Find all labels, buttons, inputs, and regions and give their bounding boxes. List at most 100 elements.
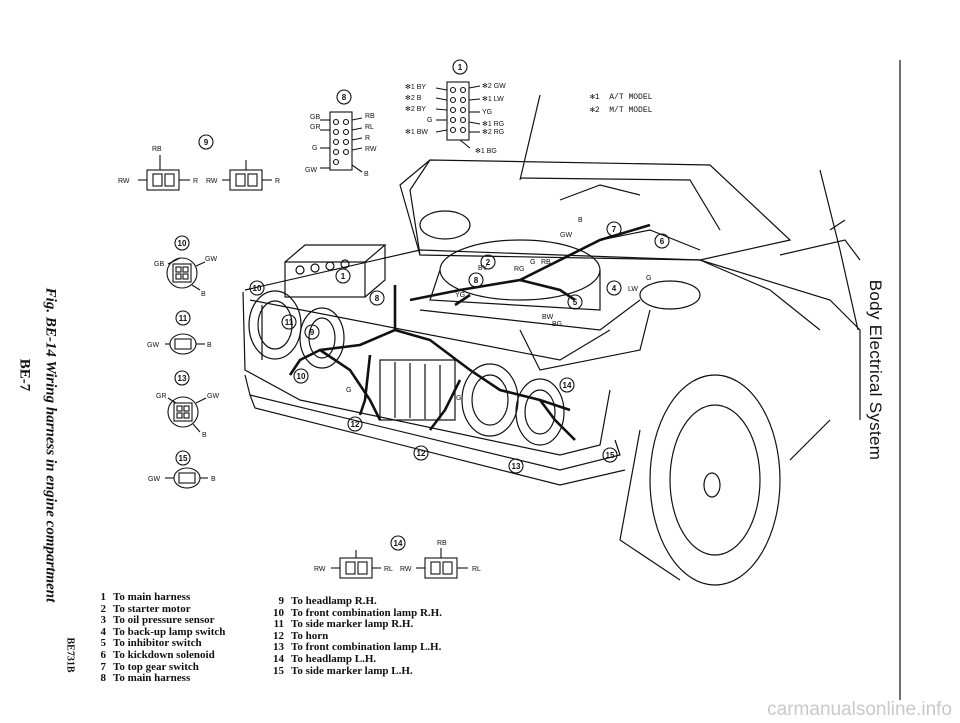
c8-wire-label: GB: [310, 114, 320, 121]
c13-wire-label: GR: [156, 393, 167, 400]
c1-wire-label: ✻2 BY: [405, 105, 426, 113]
c9-wire-label: RW: [118, 178, 130, 185]
model-text: M/T MODEL: [609, 106, 653, 115]
c1-wire-label: ✻1 BY: [405, 83, 426, 91]
callout-number: 11: [179, 314, 188, 323]
callout-numbers: 1 8 9 10 11 13 15 14 1 2 8 8 5 4 6 7 10 …: [178, 63, 665, 548]
engine-wire-label: G: [530, 259, 535, 266]
c1-wire-label: ✻1 BG: [475, 147, 497, 155]
section-title: Body Electrical System: [866, 279, 885, 461]
engine-wire-label: G: [646, 275, 651, 282]
page-number: BE-7: [16, 358, 33, 392]
callout-number: 10: [297, 372, 306, 381]
model-mark: ✻1: [590, 93, 600, 102]
engine-wire-label: LW: [628, 286, 638, 293]
callout-number: 9: [204, 138, 209, 147]
callout-number: 13: [178, 374, 187, 383]
c8-wire-label: GW: [305, 167, 317, 174]
figure-caption: Fig. BE-14 Wiring harness in engine comp…: [42, 287, 59, 603]
c8-wire-label: RW: [365, 146, 377, 153]
c13-wire-label: GW: [207, 393, 219, 400]
callout-number: 8: [375, 294, 380, 303]
watermark: carmanualsonline.info: [767, 699, 952, 720]
engine-wire-label: YG: [455, 292, 465, 299]
callout-number: 9: [310, 328, 315, 337]
c14-wire-label: RW: [400, 566, 412, 573]
callout-number: 5: [573, 298, 578, 307]
engine-wire-label: BW: [542, 314, 554, 321]
model-mark: ✻2: [590, 106, 600, 115]
c9-wire-label: R: [193, 178, 198, 185]
harness-wires: [288, 223, 651, 441]
c1-wire-label: YG: [482, 109, 492, 116]
engine-wire-label: BY: [478, 265, 488, 272]
callout-number: 12: [351, 420, 360, 429]
engine-wire-label: B: [578, 217, 583, 224]
callout-number: 1: [458, 63, 463, 72]
c1-wire-label: ✻1 RG: [482, 120, 504, 128]
callout-number: 2: [486, 258, 491, 267]
c1-wire-label: ✻2 B: [405, 94, 422, 102]
connector-15: [165, 467, 208, 489]
connector-1: [435, 81, 481, 149]
c15-wire-label: GW: [148, 476, 160, 483]
callout-number: 14: [394, 539, 403, 548]
callout-number: 15: [179, 454, 188, 463]
car-illustration: [242, 94, 861, 586]
c8-wire-label: RB: [365, 113, 375, 120]
c9-wire-label: RW: [206, 178, 218, 185]
connector-9: [138, 155, 272, 191]
c1-wire-label: ✻1 BW: [405, 128, 428, 136]
c8-wire-label: GR: [310, 124, 321, 131]
engine-wire-label: G: [456, 395, 461, 402]
callout-number: 8: [342, 93, 347, 102]
engine-wire-label: RG: [514, 266, 525, 273]
c11-wire-label: B: [207, 342, 212, 349]
callout-number: 11: [285, 318, 294, 327]
c9-wire-label: RB: [152, 146, 162, 153]
callout-number: 13: [512, 462, 521, 471]
connector-11: [165, 333, 205, 355]
callout-number: 10: [253, 284, 262, 293]
connector-8: [320, 111, 363, 173]
c15-wire-label: B: [211, 476, 216, 483]
callout-number: 1: [341, 272, 346, 281]
connector-13: [167, 396, 207, 433]
engine-wire-label: GW: [560, 232, 572, 239]
c14-wire-label: RL: [472, 566, 481, 573]
c13-wire-label: B: [202, 432, 207, 439]
c10-wire-label: GB: [154, 261, 164, 268]
c10-wire-label: GW: [205, 256, 217, 263]
model-text: A/T MODEL: [609, 93, 653, 102]
engine-wire-label: G: [346, 387, 351, 394]
callout-number: 12: [417, 449, 426, 458]
c11-wire-label: GW: [147, 342, 159, 349]
callout-number: 4: [612, 284, 617, 293]
c8-wire-label: RL: [365, 124, 374, 131]
callout-number: 10: [178, 239, 187, 248]
callout-number: 14: [563, 381, 572, 390]
c1-wire-label: ✻2 GW: [482, 82, 506, 90]
c14-wire-label: RW: [314, 566, 326, 573]
c9-wire-label: R: [275, 178, 280, 185]
engine-wire-label: BG: [552, 321, 562, 328]
connector-14: [331, 548, 468, 579]
c8-wire-label: R: [365, 135, 370, 142]
connector-10: [166, 257, 206, 291]
c8-wire-label: B: [364, 171, 369, 178]
c14-wire-label: RL: [384, 566, 393, 573]
model-note-mt: ✻2 M/T MODEL: [590, 105, 652, 115]
